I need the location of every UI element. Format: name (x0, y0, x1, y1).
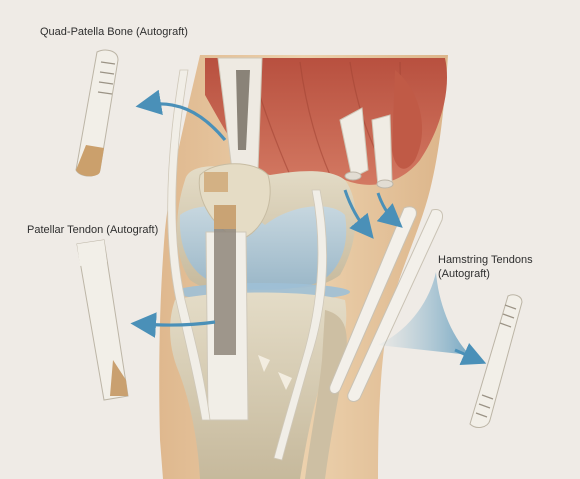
hamstring-graft-right (347, 209, 443, 402)
bone-notch (258, 355, 270, 372)
graft-harvest-slot-patellar (214, 205, 236, 355)
patella-bone-plug (204, 172, 228, 192)
arrow-hamstring-graft (454, 343, 487, 366)
quad-patella-bone-plug (76, 145, 104, 177)
label-hamstring-line1: Hamstring Tendons (438, 254, 533, 266)
bone-notch (278, 372, 292, 390)
hamstring-graft-left (329, 206, 417, 394)
arrow-patellar-graft (130, 312, 216, 338)
fibula-bone (305, 310, 347, 479)
hamstring-graft (469, 294, 523, 428)
patellar-bone-plug (214, 205, 236, 229)
medial-tendon (273, 189, 327, 461)
arrow-quad-graft (135, 89, 227, 142)
label-quad-patella-bone: Quad-Patella Bone (Autograft) (40, 26, 188, 38)
hamstring-stub (339, 107, 369, 179)
patellar-graft-bone-plug-top (77, 240, 107, 266)
label-hamstring-tendons: Hamstring Tendons (Autograft) (438, 253, 533, 281)
muscle-fibers (249, 61, 416, 176)
graft-stitches (475, 304, 517, 418)
label-patellar-tendon: Patellar Tendon (Autograft) (27, 224, 159, 236)
arrow-hamstring-1 (343, 189, 374, 239)
lateral-tendon (167, 69, 211, 421)
patellar-graft-bone-plug-bottom (110, 360, 128, 396)
graft-harvest-slot-quad (236, 70, 250, 150)
hamstring-stub-end (344, 171, 362, 181)
medial-muscle (392, 70, 423, 169)
arrow-hamstring-2 (376, 192, 403, 228)
hamstring-stub-end (376, 179, 394, 189)
label-hamstring-line2: (Autograft) (438, 268, 490, 280)
hamstring-fan (378, 272, 470, 355)
graft-stitches-quad (97, 61, 116, 95)
